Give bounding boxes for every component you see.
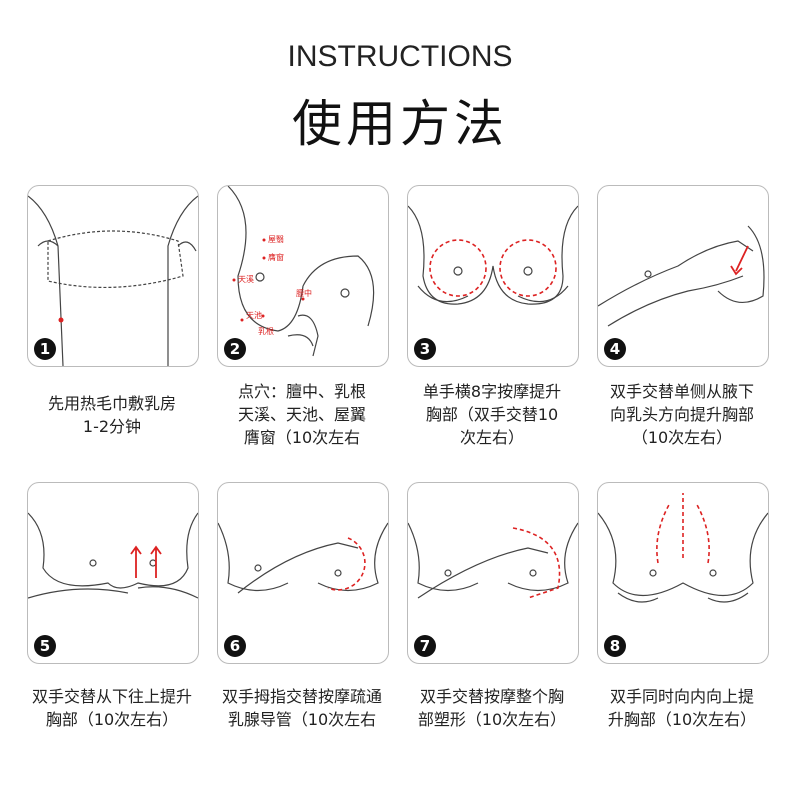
caption-line: 双手交替按摩整个胸 [419, 687, 564, 706]
acupoint-label: 天池 [246, 311, 262, 320]
acupoint-label: 乳根 [258, 327, 274, 336]
step-5-caption: 双手交替从下往上提升 胸部（10次左右） [17, 685, 207, 731]
step-2-illustration: 屋翳 膺窗 天溪 膻中 天池 乳根 2 [217, 185, 389, 367]
inward-upward-lift-drawing [598, 493, 768, 603]
caption-line: 升胸部（10次左右） [607, 710, 757, 729]
step-number-badge: 2 [224, 338, 246, 360]
caption-line: 膺窗（10次左右 [243, 428, 361, 447]
caption-line: 1-2分钟 [82, 417, 142, 436]
caption-line: 双手交替单侧从腋下 [609, 382, 754, 401]
step-number-badge: 3 [414, 338, 436, 360]
step-number-badge: 7 [414, 635, 436, 657]
step-1-caption: 先用热毛巾敷乳房 1-2分钟 [17, 392, 207, 438]
step-1-illustration: 1 [27, 185, 199, 367]
acupoint-label: 膻中 [296, 289, 312, 298]
title-chinese: 使用方法 [292, 95, 508, 153]
caption-line: 乳腺导管（10次左右 [227, 710, 377, 729]
step-8-caption: 双手同时向内向上提 升胸部（10次左右） [587, 685, 777, 731]
underarm-lift-drawing [598, 225, 765, 327]
caption-line: 天溪、天池、屋翼 [237, 405, 366, 424]
step-number-badge: 1 [34, 338, 56, 360]
step-6-illustration: 6 [217, 482, 389, 664]
upward-lift-drawing [28, 512, 198, 599]
caption-line: 点穴：膻中、乳根 [237, 382, 366, 401]
thumb-massage-drawing [218, 522, 388, 594]
acupoint-label: 天溪 [238, 275, 254, 284]
caption-line: 向乳头方向提升胸部 [609, 405, 754, 424]
caption-line: 双手交替从下往上提升 [31, 687, 192, 706]
caption-line: 单手横8字按摩提升 [422, 382, 562, 401]
step-7-illustration: 7 [407, 482, 579, 664]
caption-line: 胸部（10次左右） [45, 710, 179, 729]
towel-on-chest-drawing [28, 195, 198, 366]
acupoints-drawing [227, 186, 375, 357]
step-8-illustration: 8 [597, 482, 769, 664]
caption-line: 胸部（双手交替10 [425, 405, 559, 424]
caption-line: （10次左右） [631, 428, 733, 447]
caption-line: 双手同时向内向上提 [609, 687, 754, 706]
caption-line: 先用热毛巾敷乳房 [47, 394, 176, 413]
step-number-badge: 8 [604, 635, 626, 657]
step-3-illustration: 3 [407, 185, 579, 367]
step-number-badge: 5 [34, 635, 56, 657]
step-4-illustration: 4 [597, 185, 769, 367]
step-5-illustration: 5 [27, 482, 199, 664]
step-7-caption: 双手交替按摩整个胸 部塑形（10次左右） [397, 685, 587, 731]
figure-eight-massage-drawing [408, 205, 578, 305]
step-number-badge: 6 [224, 635, 246, 657]
acupoint-label: 屋翳 [268, 235, 284, 244]
step-3-caption: 单手横8字按摩提升 胸部（双手交替10 次左右） [397, 380, 587, 449]
step-number-badge: 4 [604, 338, 626, 360]
caption-line: 次左右） [459, 428, 524, 447]
caption-line: 双手拇指交替按摩疏通 [221, 687, 382, 706]
title-english: INSTRUCTIONS [287, 40, 513, 73]
caption-line: 部塑形（10次左右） [417, 710, 567, 729]
step-2-caption: 点穴：膻中、乳根 天溪、天池、屋翼 膺窗（10次左右 [207, 380, 397, 449]
shaping-massage-drawing [408, 522, 578, 599]
step-6-caption: 双手拇指交替按摩疏通 乳腺导管（10次左右 [207, 685, 397, 731]
step-4-caption: 双手交替单侧从腋下 向乳头方向提升胸部 （10次左右） [587, 380, 777, 449]
acupoint-label: 膺窗 [268, 253, 284, 262]
